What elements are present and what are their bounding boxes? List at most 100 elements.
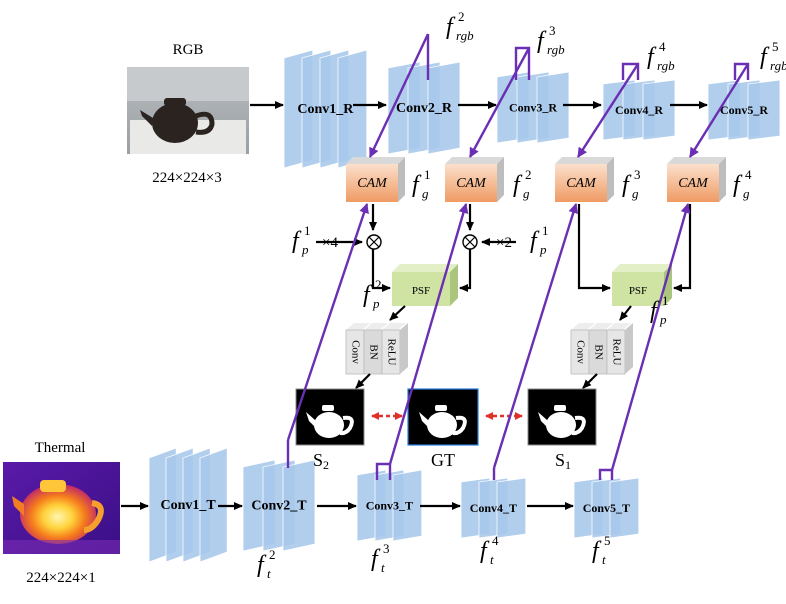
arrow-head-to-s1 <box>582 373 598 389</box>
decoder-arrows <box>316 204 692 389</box>
output-label-s1: S1 <box>555 450 571 472</box>
feature-t-4-sup: 4 <box>492 533 499 548</box>
multiply-node-left <box>366 234 382 250</box>
conv-block-rgb-5: Conv5_R <box>707 79 781 141</box>
cam-block-1: CAM <box>346 157 405 202</box>
scale-x4: ×4 <box>322 235 338 251</box>
cam-label-1: CAM <box>357 176 388 191</box>
rgb-input-image <box>127 67 249 154</box>
feature-p-3-sup: 2 <box>375 277 382 292</box>
skip-t4-to-cam3 <box>492 203 579 469</box>
head-2-layer-2: BN <box>592 344 604 359</box>
feature-g-4-sub: g <box>743 186 750 201</box>
feature-g-4-sup: 4 <box>745 167 752 182</box>
feature-g-1-sup: 1 <box>424 167 431 182</box>
feature-g-1-sub: g <box>422 186 429 201</box>
conv-block-rgb-3: Conv3_R <box>496 71 570 144</box>
skip-rgb2-to-cam1 <box>368 33 430 158</box>
conv-block-thermal-3-label: Conv3_T <box>366 499 413 513</box>
skip-rgb4-tap <box>621 62 640 80</box>
feature-t-5-sup: 5 <box>604 533 611 548</box>
conv-block-rgb-4: Conv4_R <box>602 79 676 141</box>
skip-t5-to-cam4 <box>610 203 691 471</box>
feature-g-2-sup: 2 <box>525 167 532 182</box>
feature-p-4-sup: 1 <box>662 293 669 308</box>
skip-t3-to-cam2 <box>388 203 469 465</box>
feature-rgb-4-sup: 4 <box>659 39 666 54</box>
feature-rgb-3-base: f <box>537 28 547 54</box>
head-1-layer-3: ReLU <box>385 339 397 366</box>
feature-t-2-base: f <box>257 552 267 578</box>
feature-t-2-sub: t <box>267 566 271 581</box>
prediction-heads: Conv BN ReLU Conv BN ReLU <box>345 323 633 375</box>
skip-t2-to-cam1 <box>286 203 369 441</box>
output-map-s2 <box>295 388 365 446</box>
feature-rgb-2-sup: 2 <box>458 9 465 24</box>
conv-block-rgb-4-label: Conv4_R <box>615 103 663 117</box>
conv-block-thermal-4: Conv4_T <box>460 477 527 539</box>
feature-p-2-sub: p <box>539 242 547 257</box>
skip-t3-tap <box>375 462 392 480</box>
skip-connections <box>286 33 750 480</box>
feature-p-3-sub: p <box>372 296 380 311</box>
feature-p-3-base: f <box>363 282 373 308</box>
feature-rgb-3-sup: 3 <box>549 23 556 38</box>
psf-label-left: PSF <box>412 285 430 297</box>
scale-x2: ×2 <box>496 235 512 251</box>
arrow-mult-right-to-psf <box>459 249 472 292</box>
thermal-title: Thermal <box>35 440 86 456</box>
conv-block-rgb-5-label: Conv5_R <box>720 103 768 117</box>
backbone-arrows <box>121 101 708 510</box>
prediction-head-2: Conv BN ReLU <box>570 323 633 375</box>
thermal-input-size: 224×224×1 <box>26 570 95 586</box>
feature-rgb-4-base: f <box>647 44 657 70</box>
feature-g-3-base: f <box>622 172 632 198</box>
feature-p-1-sub: p <box>301 242 309 257</box>
conv-blocks: Conv1_R Conv2_R Conv3_R Conv4_R Conv5_R Conv 1… <box>148 49 781 563</box>
head-2-layer-3: ReLU <box>610 339 622 366</box>
thermal-input-image <box>3 462 120 554</box>
head-1-layer-2: BN <box>367 344 379 359</box>
cam-label-3: CAM <box>566 176 597 191</box>
psf-block-left: PSF <box>392 264 458 306</box>
head-1-layer-1: Conv <box>349 340 361 364</box>
conv-block-rgb-2-label: Conv2_R <box>396 101 453 116</box>
conv-block-rgb-1: Conv1_R <box>283 49 368 169</box>
feature-rgb-3-sub: rgb <box>547 42 565 57</box>
cam-label-4: CAM <box>678 176 709 191</box>
arrow-cam4-to-psf <box>673 204 692 292</box>
feature-t-3-sup: 3 <box>383 541 390 556</box>
psf-label-right: PSF <box>629 285 647 297</box>
conv-block-thermal-4-label: Conv4_T <box>470 501 517 515</box>
feature-t-2-sup: 2 <box>269 547 276 562</box>
arrow-psf-left-to-head <box>389 305 406 321</box>
skip-rgb3-to-cam2 <box>468 47 531 158</box>
feature-t-5-sub: t <box>602 552 606 567</box>
skip-rgb4-to-cam3 <box>576 63 640 158</box>
arrow-cam3-to-psf <box>577 204 611 292</box>
conv-block-thermal-3: Conv3_T <box>356 469 423 542</box>
skip-rgb5-to-cam4 <box>688 63 750 158</box>
feature-rgb-2-base: f <box>446 14 456 40</box>
cam-label-2: CAM <box>456 176 487 191</box>
feature-p-1-sup: 1 <box>304 223 311 238</box>
skip-rgb5-tap <box>733 62 750 80</box>
arrow-psf-right-to-head <box>619 305 632 321</box>
output-label-s2: S2 <box>313 450 329 472</box>
feature-t-5-base: f <box>592 538 602 564</box>
head-2-layer-1: Conv <box>574 340 586 364</box>
output-label-gt: GT <box>431 450 455 470</box>
feature-g-4-base: f <box>733 172 743 198</box>
feature-t-3-base: f <box>371 546 381 572</box>
conv-block-rgb-1-label: Conv1_R <box>297 102 354 117</box>
cam-block-2: CAM <box>445 157 504 202</box>
